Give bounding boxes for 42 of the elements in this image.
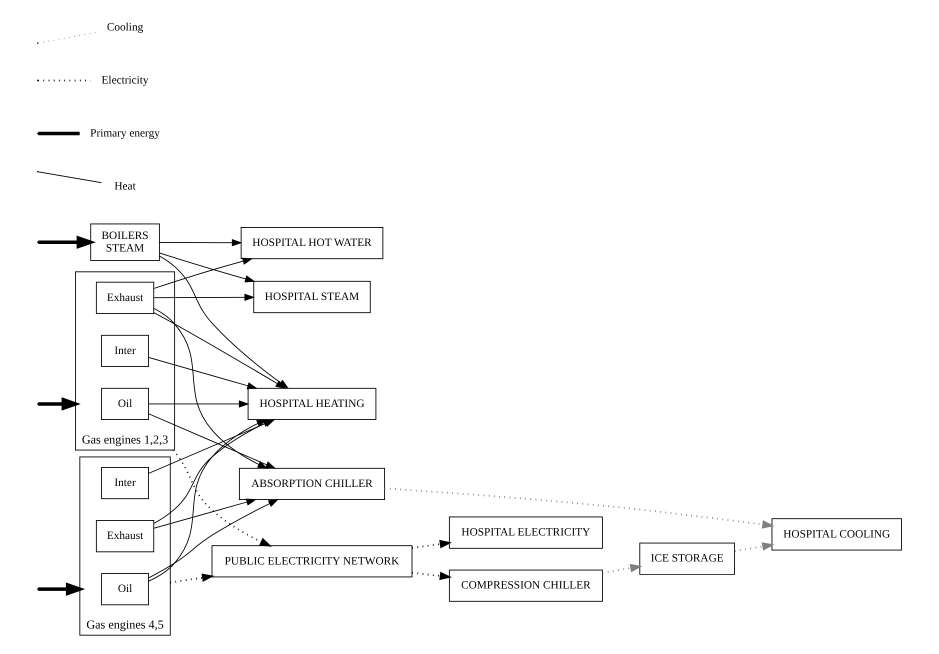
node-box: HOSPITAL STEAM <box>253 280 371 314</box>
node-box: Inter <box>101 334 149 367</box>
node-box: HOSPITAL ELECTRICITY <box>448 516 603 549</box>
arrow <box>412 540 452 549</box>
arrow <box>38 582 86 596</box>
node-box: ABSORPTION CHILLER <box>238 468 386 500</box>
arrow <box>148 356 258 390</box>
arrow <box>153 419 274 524</box>
legend-label: Primary energy <box>90 127 160 140</box>
node-box: HOSPITAL HOT WATER <box>240 227 384 260</box>
arrow <box>602 564 642 574</box>
node-box: HOSPITAL HEATING <box>248 388 376 420</box>
legend-label: Heat <box>114 180 136 193</box>
node-box: ICE STORAGE <box>639 542 735 575</box>
arrow <box>38 397 81 411</box>
node-box: Oil <box>101 573 149 606</box>
arrow <box>154 308 268 469</box>
arrow <box>734 542 774 552</box>
arrow <box>38 236 96 249</box>
arrow <box>154 258 254 289</box>
node-box: Inter <box>101 467 149 500</box>
arrow <box>148 499 279 578</box>
arrow <box>159 239 242 246</box>
node-box: HOSPITAL COOLING <box>772 518 902 550</box>
arrow <box>154 498 257 529</box>
arrow <box>154 294 255 301</box>
arrow <box>384 488 774 529</box>
arrow <box>412 572 452 580</box>
arrow <box>148 419 268 582</box>
legend-label: Cooling <box>106 21 144 34</box>
node-box: PUBLIC ELECTRICITY NETWORK <box>212 545 412 578</box>
legend-label: Electricity <box>102 74 149 86</box>
node-box: COMPRESSION CHILLER <box>448 570 603 602</box>
arrow <box>170 573 214 584</box>
node-box: Oil <box>101 388 149 420</box>
node-box: BOILERS STEAM <box>90 224 160 261</box>
arrow <box>172 449 272 547</box>
node-box: Exhaust <box>96 520 154 552</box>
arrow <box>159 252 256 282</box>
arrow <box>153 312 286 389</box>
node-box: Exhaust <box>96 282 154 314</box>
arrow <box>148 400 250 408</box>
